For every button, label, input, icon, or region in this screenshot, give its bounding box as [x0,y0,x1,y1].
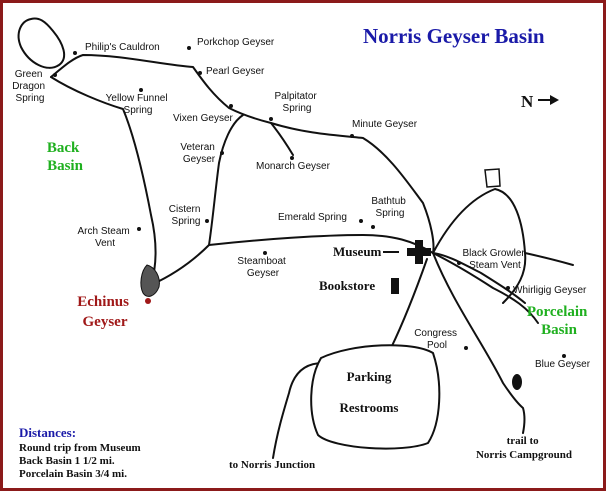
blue-geyser-dot [562,354,566,358]
cistern-spring-label: Cistern Spring [169,204,203,227]
parking-walkway [390,258,428,349]
back-basin-label: Back Basin [47,140,84,174]
minute-geyser-dot [350,134,354,138]
whirligig-spur [524,252,574,266]
north-arrow: N [521,92,559,111]
yellow-funnel-spring-label: Yellow Funnel Spring [106,93,171,116]
bathtub-spring-label: Bathtub Spring [371,196,408,219]
steamboat-geyser-dot [263,251,267,255]
monarch-geyser-dot [290,156,294,160]
arch-steam-vent-label: Arch Steam Vent [77,226,132,249]
map-title: Norris Geyser Basin [363,24,545,48]
norris-geyser-basin-map: Norris Geyser Basin N [12,17,591,480]
museum-icon [383,240,431,264]
pearl-geyser-dot [198,71,202,75]
veteran-geyser-label: Veteran Geyser [180,142,217,165]
porcelain-basin-label: Porcelain Basin [527,304,591,338]
porkchop-geyser-label: Porkchop Geyser [197,37,275,48]
green-dragon-spring-dot [53,73,57,77]
pearl-geyser-label: Pearl Geyser [206,66,265,77]
trail-network [50,54,574,459]
philips-cauldron-label: Philip's Cauldron [85,42,160,53]
bathtub-spring-dot [371,225,375,229]
congress-pool-label: Congress Pool [414,328,460,351]
porcelain-thermal-marker [512,374,522,390]
distances-line-1: Round trip from Museum [19,442,141,454]
whirligig-geyser-label: Whirligig Geyser [513,285,587,296]
black-growler-steam-vent-label: Black Growler Steam Vent [462,248,527,271]
green-dragon-spring-label: Green Dragon Spring [12,69,48,104]
arch-steam-vent-dot [137,227,141,231]
congress-pool-dot [464,346,468,350]
back-basin-west-loop [50,76,157,286]
emerald-spring-label: Emerald Spring [278,212,347,223]
palpitator-spring-label: Palpitator Spring [274,91,319,114]
north-arrow-label: N [521,92,534,111]
yellow-funnel-spring-dot [139,88,143,92]
norris-junction-road [272,362,324,459]
distances-line-2: Back Basin 1 1/2 mi. [19,455,115,467]
steamboat-geyser-label: Steamboat Geyser [237,256,288,279]
monarch-geyser-label: Monarch Geyser [256,161,331,172]
monarch-spur [270,122,294,156]
porcelain-south-loop [432,252,539,324]
north-arrow-head [550,95,559,105]
parking-area [310,344,441,450]
cistern-spring-dot [205,219,209,223]
minute-geyser-label: Minute Geyser [352,119,418,130]
veteran-geyser-dot [220,151,224,155]
campground-trail-label: trail to Norris Campground [476,435,572,461]
distances-legend: Distances: Round trip from Museum Back B… [19,425,141,480]
parking-label: Parking [347,369,392,384]
echinus-geyser-label: Echinus Geyser [77,294,132,330]
distances-line-3: Porcelain Basin 3/4 mi. [19,468,127,480]
emerald-spring-dot [359,219,363,223]
echinus-geyser-dot [145,298,151,304]
thermal-feature-shape [484,168,501,188]
restrooms-label: Restrooms [340,400,399,415]
bookstore-label: Bookstore [319,278,375,293]
vixen-geyser-label: Vixen Geyser [173,113,234,124]
echinus-to-museum-trail [208,234,434,254]
porcelain-north-loop [432,188,527,304]
porcelain-mid-trail [432,252,526,304]
lake-outline [17,17,66,69]
campground-trail [432,252,526,434]
museum-label: Museum [333,244,382,259]
vixen-geyser-dot [229,104,233,108]
back-basin-north-loop [50,54,435,254]
norris-junction-label: to Norris Junction [229,459,315,471]
distances-heading: Distances: [19,425,76,440]
bookstore-icon [391,278,399,294]
back-basin-east-leg [150,114,244,286]
echinus-hatched-area [140,264,160,297]
whirligig-geyser-dot [506,286,510,290]
palpitator-spring-dot [269,117,273,121]
porkchop-geyser-dot [187,46,191,50]
philips-cauldron-dot [73,51,77,55]
blue-geyser-label: Blue Geyser [535,359,591,370]
black-growler-dot [457,261,461,265]
